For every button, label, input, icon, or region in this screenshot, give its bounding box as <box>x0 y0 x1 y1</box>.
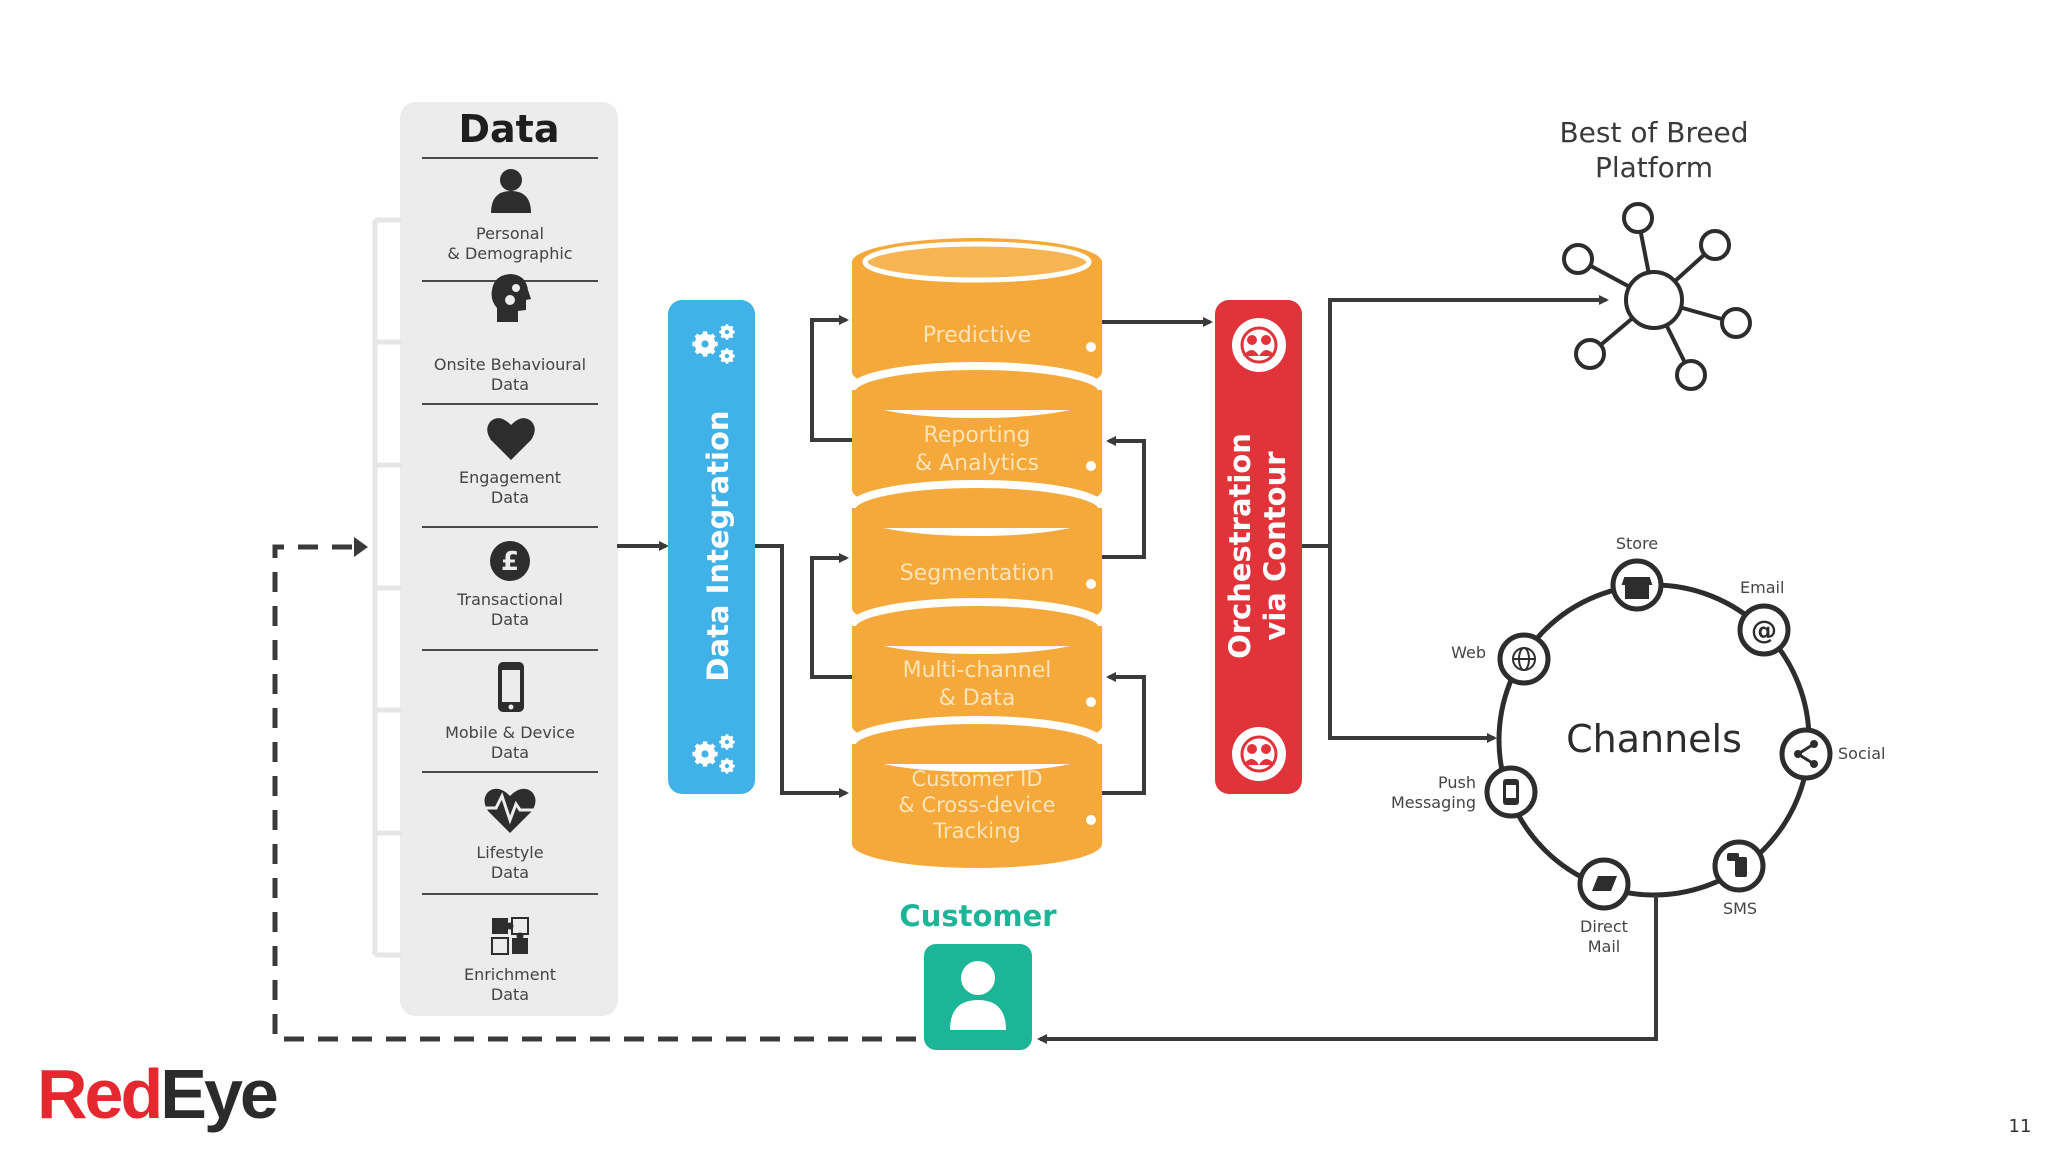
loop-reporting-to-predictive <box>810 315 852 442</box>
mail-icon <box>1577 857 1631 911</box>
store-icon <box>1610 558 1664 612</box>
dashed-customer-feedback-line <box>272 544 916 1042</box>
orchestration-label-line2: via Contour <box>1258 451 1292 641</box>
at-sign-icon: @ <box>1737 603 1791 657</box>
platform-title-line2: Platform <box>1594 151 1714 184</box>
globe-icon <box>1497 632 1551 686</box>
arrow-orchestration-to-channels <box>1328 546 1497 743</box>
data-item-onsite-label: Onsite Behavioural Data <box>433 355 587 394</box>
arrow-integration-to-customer-id <box>755 544 849 798</box>
db-layer-multichannel-label: Multi-channel & Data <box>902 658 1052 711</box>
customer-person-icon <box>950 961 1006 1030</box>
svg-text:@: @ <box>1751 616 1777 646</box>
data-item-personal-label: Personal & Demographic <box>447 224 573 263</box>
platform-title-line1: Best of Breed <box>1559 116 1749 149</box>
dashed-feedback-arrowhead <box>354 537 368 557</box>
heart-icon <box>487 418 535 460</box>
db-layer-predictive-label: Predictive <box>922 323 1032 348</box>
data-item-mobile-label: Mobile & Device Data <box>445 723 575 762</box>
db-layer-reporting-label: Reporting & Analytics <box>914 423 1040 476</box>
channels-title: Channels <box>1566 717 1742 761</box>
orchestration-label-line1: Orchestration <box>1223 433 1257 659</box>
arrow-orchestration-to-platform <box>1302 295 1609 548</box>
pound-coin-icon: £ <box>490 541 530 581</box>
loop-multichannel-to-segmentation <box>810 553 852 679</box>
sms-phone-icon <box>1712 839 1766 893</box>
redeye-logo: RedEye <box>37 1055 277 1133</box>
arrow-channels-to-customer <box>1037 895 1658 1044</box>
page-number: 11 <box>2008 1116 2032 1137</box>
head-gears-icon <box>491 274 531 322</box>
orchestration-bar <box>1215 300 1302 794</box>
channel-web-label: Web <box>1451 643 1486 662</box>
data-item-transactional-label: Transactional Data <box>457 590 563 629</box>
data-integration-bar <box>668 300 755 794</box>
people-network-icon <box>1232 727 1286 781</box>
customer-label: Customer <box>899 899 1057 933</box>
share-icon <box>1779 727 1833 781</box>
loop-segmentation-to-reporting <box>1102 436 1146 559</box>
db-layer-segmentation-label: Segmentation <box>899 561 1055 586</box>
channel-email-label: Email <box>1740 578 1785 597</box>
loop-customerid-to-multichannel <box>1102 672 1146 795</box>
push-phone-icon <box>1484 765 1538 819</box>
channel-push-messaging-label: Push Messaging <box>1390 773 1476 812</box>
database-stack <box>848 238 1106 868</box>
puzzle-icon <box>491 917 529 955</box>
channel-store-label: Store <box>1615 534 1659 553</box>
data-item-lifestyle-label: Lifestyle Data <box>476 843 544 882</box>
hub-network-icon <box>1562 202 1752 391</box>
svg-text:£: £ <box>501 547 519 577</box>
data-bracket <box>372 217 402 958</box>
channel-social-label: Social <box>1838 744 1886 763</box>
mobile-phone-icon <box>498 662 524 712</box>
channel-direct-mail-label: Direct Mail <box>1580 917 1628 956</box>
data-panel-title: Data <box>458 107 560 151</box>
data-item-enrichment-label: Enrichment Data <box>463 965 557 1004</box>
customer-tile <box>924 944 1032 1050</box>
data-integration-label: Data Integration <box>701 410 735 681</box>
db-layer-customer-id-label: Customer ID & Cross-device Tracking <box>898 767 1056 843</box>
people-network-icon <box>1232 318 1286 372</box>
person-icon <box>491 169 531 213</box>
heartbeat-icon <box>484 788 538 833</box>
channel-sms-label: SMS <box>1722 899 1758 918</box>
data-item-engagement-label: Engagement Data <box>458 468 562 507</box>
